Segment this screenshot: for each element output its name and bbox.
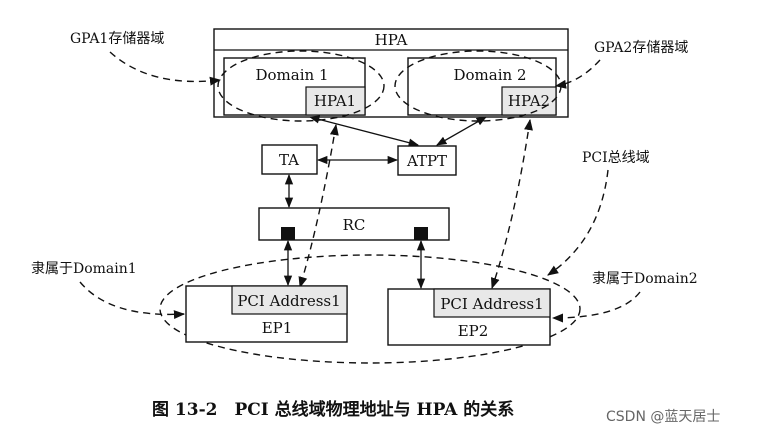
hpa2-label: HPA2: [508, 92, 550, 110]
ep2-box: PCI Address1 EP2: [387, 288, 551, 346]
gpa2-label: GPA2存储器域: [594, 40, 688, 56]
pci-domain-arrow: [547, 169, 609, 276]
hpa1-atpt-arrow: [308, 115, 420, 147]
belongs-domain2-label: 隶属于Domain2: [592, 271, 698, 287]
ta-label: TA: [279, 151, 299, 169]
gpa1-ellipse: [217, 50, 385, 122]
hpa2-pci2-arrow: [490, 118, 533, 290]
pci-bus-ellipse: [159, 254, 581, 364]
rc-port-right: [414, 227, 428, 240]
pci-address2-label: PCI Address1: [440, 295, 543, 313]
gpa1-label: GPA1存储器域: [70, 31, 164, 47]
rc-label: RC: [343, 216, 366, 234]
hpa1-pci1-arrow: [298, 123, 339, 289]
ep2-label: EP2: [458, 322, 489, 340]
hpa2-atpt-arrow: [436, 116, 487, 146]
watermark: CSDN @蓝天居士: [606, 409, 720, 425]
rc-port-left: [281, 227, 295, 240]
ta-box: TA: [261, 144, 318, 175]
gpa1-arrow: [109, 51, 222, 86]
belongs-domain1-arrow: [79, 281, 186, 320]
atpt-box: ATPT: [397, 145, 457, 176]
ep1-label: EP1: [262, 319, 293, 337]
atpt-label: ATPT: [406, 152, 447, 170]
rc-box: RC: [258, 207, 450, 241]
figure-caption: 图 13-2 PCI 总线域物理地址与 HPA 的关系: [152, 399, 514, 420]
domain2-label: Domain 2: [454, 66, 527, 84]
domain1-box: Domain 1 HPA1: [223, 57, 366, 116]
hpa-label: HPA: [375, 31, 408, 49]
belongs-domain2-arrow: [551, 291, 641, 323]
belongs-domain1-label: 隶属于Domain1: [31, 261, 137, 277]
domain2-box: Domain 2 HPA2: [407, 57, 557, 116]
ep1-box: PCI Address1 EP1: [185, 285, 348, 343]
pci-domain-label: PCI总线域: [582, 150, 650, 166]
domain1-label: Domain 1: [256, 66, 329, 84]
pci-address1-label: PCI Address1: [237, 292, 340, 310]
hpa1-label: HPA1: [314, 92, 356, 110]
gpa2-arrow: [554, 59, 601, 89]
